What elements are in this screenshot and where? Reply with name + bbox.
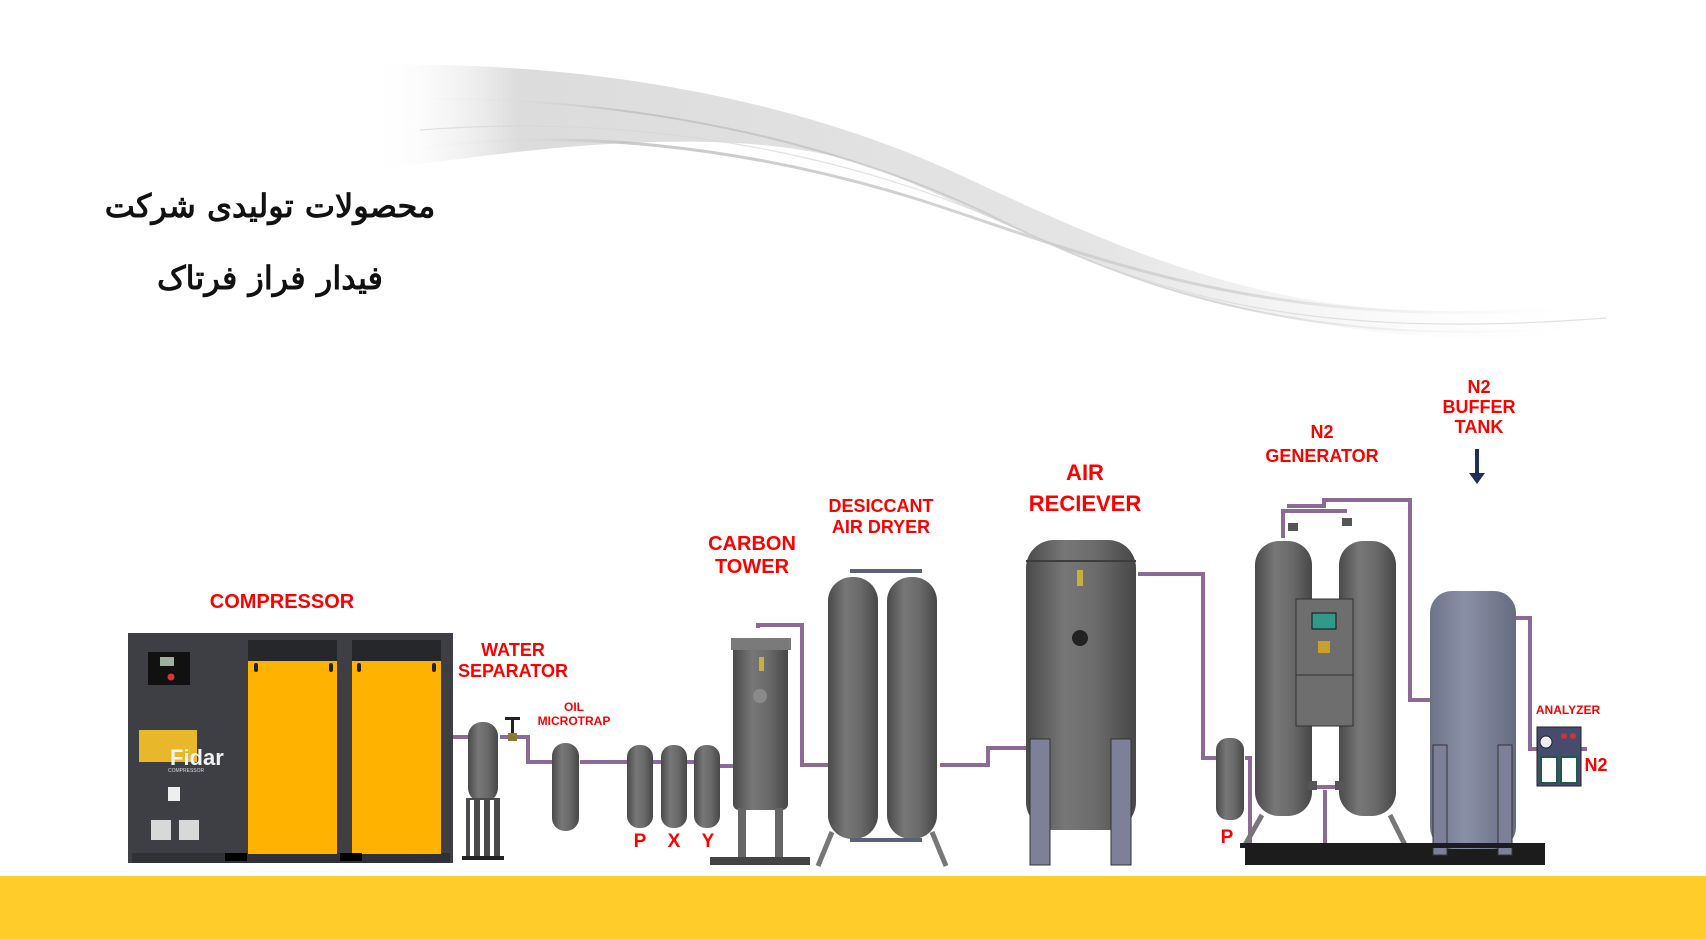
compressor-control-box — [148, 652, 190, 685]
label-buffer-line-3: TANK — [1454, 416, 1504, 437]
label-filter-y: Y — [701, 831, 715, 852]
label-filter-x: X — [667, 831, 681, 852]
label-carbon-tower-line-2: TOWER — [714, 556, 790, 578]
compressor-base — [132, 853, 450, 863]
pipe-separator-to-microtrap — [500, 735, 552, 764]
label-n2-generator-line-2: GENERATOR — [1265, 446, 1379, 467]
label-water-separator-line-1: WATER — [481, 640, 545, 660]
title-line-1: محصولات تولیدی شرکت — [104, 187, 436, 225]
fidar-logo: Fidar — [170, 745, 224, 770]
label-analyzer: ANALYZER — [1535, 703, 1601, 717]
label-n2-generator: N2 GENERATOR — [1265, 420, 1378, 469]
footer-band — [0, 876, 1706, 939]
label-water-separator: WATER SEPARATOR — [458, 640, 568, 681]
warning-sticker-icon — [168, 787, 180, 801]
fidar-logo-f — [139, 730, 197, 762]
n2-buffer-tank — [1240, 591, 1543, 856]
label-oil-microtrap-line-1: OIL — [563, 700, 584, 714]
label-air-receiver-line-2: RECIEVER — [1028, 490, 1142, 516]
emergency-stop-icon — [167, 673, 175, 681]
generator-control-panel — [1295, 598, 1354, 727]
fidar-logo-sub: COMPRESSOR — [168, 768, 205, 774]
label-n2-outlet: N2 — [1584, 755, 1608, 775]
process-flow-diagram: Fidar COMPRESSOR — [128, 449, 1587, 867]
label-compressor: COMPRESSOR — [209, 591, 355, 613]
compressor: Fidar COMPRESSOR — [128, 633, 453, 863]
oil-microtrap — [552, 743, 579, 831]
decorative-wave — [370, 64, 1607, 339]
pipe-generator-top — [1281, 498, 1432, 702]
pipe-buffer-to-analyzer — [1513, 616, 1540, 751]
pipes — [452, 498, 1587, 849]
label-n2-buffer-tank: N2 BUFFER TANK — [1442, 377, 1516, 437]
n2-generator — [1242, 518, 1545, 865]
pipe-dryer-to-receiver — [940, 746, 1026, 767]
generator-screen — [1311, 612, 1337, 630]
water-separator — [462, 717, 520, 860]
label-n2-generator-line-1: N2 — [1310, 422, 1334, 442]
label-air-receiver: AIR RECIEVER — [1029, 458, 1141, 520]
label-carbon-tower: CARBON TOWER — [708, 533, 796, 579]
compressor-door-left — [248, 661, 337, 854]
label-desiccant-line-2: AIR DRYER — [831, 516, 931, 537]
filter-p — [627, 745, 653, 828]
label-desiccant-air-dryer: DESICCANT AIR DRYER — [828, 496, 933, 537]
label-air-receiver-line-1: AIR — [1066, 460, 1104, 485]
label-desiccant-line-1: DESICCANT — [828, 496, 934, 516]
pipe-receiver-to-pfilter — [1138, 572, 1218, 760]
analyzer — [1536, 726, 1582, 787]
compressor-vent-left — [151, 820, 171, 840]
label-oil-microtrap: OIL MICROTRAP — [537, 700, 611, 729]
label-oil-microtrap-line-2: MICROTRAP — [537, 713, 611, 728]
filter-y — [694, 745, 720, 828]
title-line-2: فیدار فراز فرتاک — [157, 259, 383, 297]
filter-housings — [627, 745, 720, 828]
air-receiver — [1026, 540, 1136, 866]
label-buffer-line-1: N2 — [1467, 377, 1491, 397]
wave-band-upper — [370, 64, 1606, 339]
filter-x — [661, 745, 687, 828]
pressure-gauge-icon — [1072, 630, 1088, 646]
valve-icon — [508, 733, 517, 741]
label-buffer-line-2: BUFFER — [1442, 396, 1516, 417]
p-filter-generator-inlet — [1216, 738, 1244, 820]
wave-line-3 — [419, 125, 1607, 325]
label-p-filter-generator: P — [1220, 827, 1234, 848]
pipe-tower-to-dryer — [756, 623, 828, 767]
label-carbon-tower-line-1: CARBON — [708, 533, 796, 555]
down-arrow-icon — [1469, 449, 1485, 484]
label-filter-p: P — [633, 831, 647, 852]
desiccant-air-dryer — [815, 569, 949, 867]
compressor-door-right — [352, 661, 441, 854]
compressor-display — [160, 657, 174, 666]
carbon-tower — [710, 638, 810, 865]
compressor-vent-right — [179, 820, 199, 840]
slide-title: محصولات تولیدی شرکت فیدار فراز فرتاک — [60, 170, 480, 314]
analyzer-gauge-icon — [1539, 735, 1553, 749]
label-water-separator-line-2: SEPARATOR — [457, 660, 569, 681]
